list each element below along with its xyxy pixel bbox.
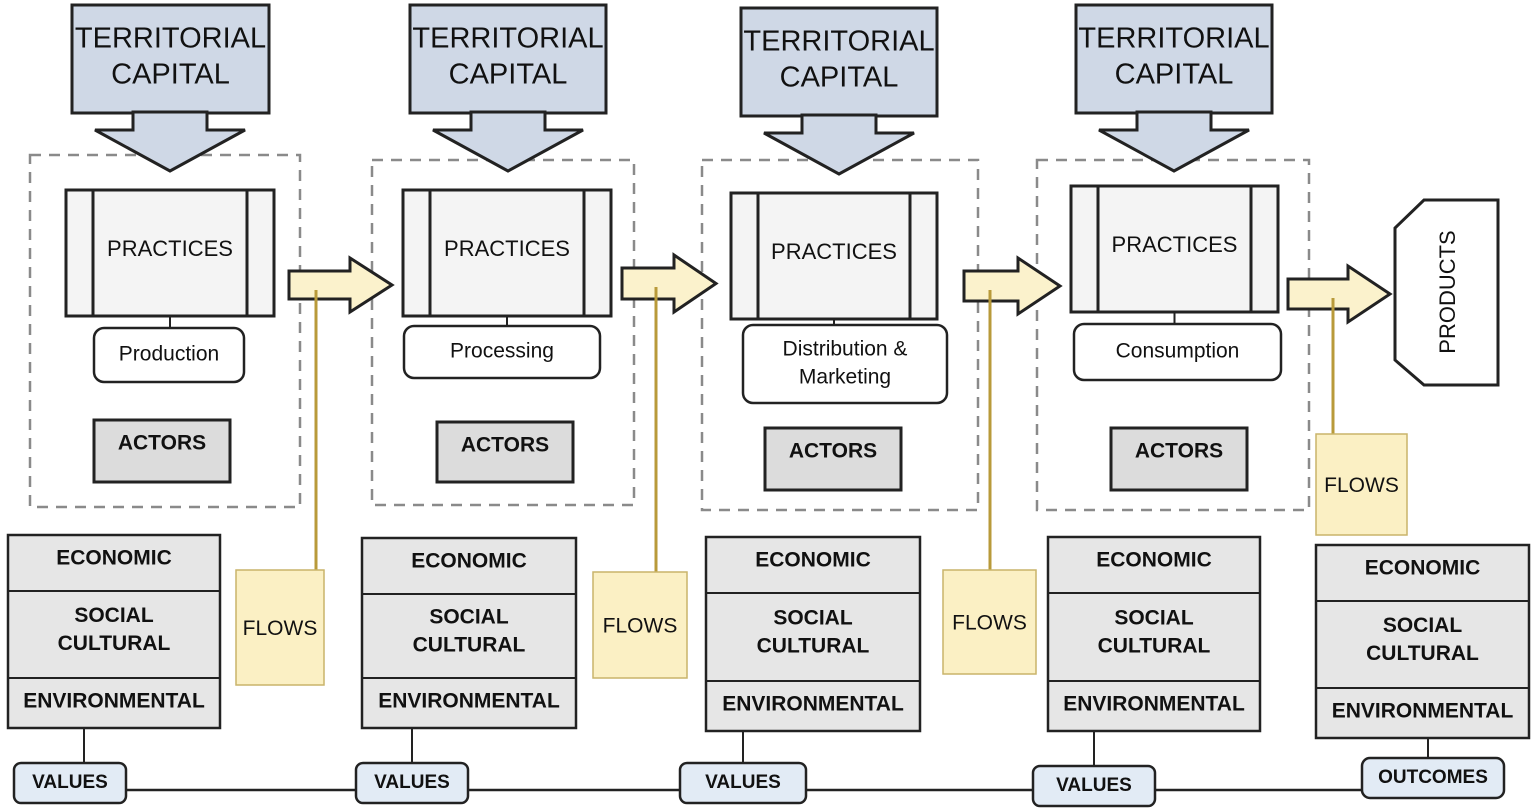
actors-box <box>1109 426 1249 492</box>
territorial-capital-label: TERRITORIAL <box>75 23 266 55</box>
territorial-capital-label: CAPITAL <box>1115 59 1234 91</box>
outcomes-box <box>1360 756 1506 800</box>
outcomes-label: OUTCOMES <box>1378 767 1488 788</box>
actors-box <box>763 426 903 492</box>
stage-name-label: Consumption <box>1116 340 1240 363</box>
flow-arrow <box>287 255 395 315</box>
values-label: VALUES <box>705 772 781 793</box>
values-box <box>678 761 808 805</box>
dimensions-box <box>360 536 578 730</box>
economic-label: ECONOMIC <box>1365 557 1481 580</box>
practices-box <box>64 188 276 318</box>
territorial-capital-arrow <box>763 113 915 176</box>
territorial-capital-box <box>70 3 271 115</box>
actors-box <box>92 418 232 484</box>
flows-label: FLOWS <box>952 612 1027 635</box>
territorial-capital-arrow <box>94 110 246 173</box>
flows-box <box>235 569 325 686</box>
economic-label: ECONOMIC <box>1096 549 1212 572</box>
social-cultural-label: CULTURAL <box>413 634 526 657</box>
territorial-capital-box <box>739 6 939 118</box>
practices-box <box>401 188 613 318</box>
social-cultural-label: SOCIAL <box>1114 607 1194 630</box>
products-box <box>1393 198 1500 387</box>
actors-label: ACTORS <box>789 440 877 463</box>
flow-arrow <box>1286 263 1393 325</box>
dimensions-box <box>6 533 222 730</box>
territorial-capital-label: TERRITORIAL <box>1078 23 1269 55</box>
flows-box <box>592 571 688 679</box>
flows-box <box>942 569 1037 675</box>
practices-label: PRACTICES <box>444 236 570 261</box>
economic-label: ECONOMIC <box>755 549 871 572</box>
environmental-label: ENVIRONMENTAL <box>1332 700 1514 723</box>
social-cultural-label: SOCIAL <box>1383 614 1463 637</box>
values-label: VALUES <box>1056 775 1132 796</box>
social-cultural-label: CULTURAL <box>1366 642 1479 665</box>
stage-name-box <box>92 326 246 384</box>
territorial-capital-label: CAPITAL <box>449 59 568 91</box>
stage-name-label: Processing <box>450 340 554 363</box>
economic-label: ECONOMIC <box>411 550 527 573</box>
dimensions-box <box>1046 535 1262 733</box>
flow-arrow <box>962 255 1063 317</box>
economic-label: ECONOMIC <box>56 547 172 570</box>
territorial-capital-box <box>408 3 608 115</box>
outcomes-dimensions-box <box>1314 543 1531 740</box>
territorial-capital-label: TERRITORIAL <box>743 26 934 58</box>
social-cultural-label: SOCIAL <box>429 606 509 629</box>
environmental-label: ENVIRONMENTAL <box>23 690 205 713</box>
stage-name-label: Production <box>119 343 219 366</box>
practices-label: PRACTICES <box>771 239 897 264</box>
actors-label: ACTORS <box>461 434 549 457</box>
practices-box <box>729 191 939 321</box>
environmental-label: ENVIRONMENTAL <box>1063 693 1245 716</box>
stage-name-box <box>402 324 602 380</box>
actors-label: ACTORS <box>1135 440 1223 463</box>
values-label: VALUES <box>32 772 108 793</box>
stage-name-label: Marketing <box>799 366 891 389</box>
social-cultural-label: CULTURAL <box>1098 635 1211 658</box>
stage-name-box <box>741 323 949 405</box>
flow-arrow <box>620 252 719 315</box>
values-label: VALUES <box>374 772 450 793</box>
stage-name-label: Distribution & <box>783 338 908 361</box>
territorial-capital-box <box>1074 3 1274 115</box>
values-box <box>1031 764 1157 808</box>
flows-box <box>1315 433 1408 536</box>
social-cultural-label: SOCIAL <box>773 607 853 630</box>
social-cultural-label: CULTURAL <box>757 635 870 658</box>
territorial-capital-arrow <box>1098 110 1250 173</box>
territorial-capital-label: CAPITAL <box>111 59 230 91</box>
dimensions-box <box>704 535 922 733</box>
territorial-capital-arrow <box>432 110 584 173</box>
flows-label: FLOWS <box>1324 474 1399 497</box>
actors-box <box>435 420 575 484</box>
practices-box <box>1069 184 1280 314</box>
values-box <box>354 761 470 805</box>
practices-label: PRACTICES <box>107 236 233 261</box>
products-label: PRODUCTS <box>1435 230 1460 353</box>
stage-name-box <box>1072 322 1283 382</box>
environmental-label: ENVIRONMENTAL <box>378 690 560 713</box>
territorial-capital-label: TERRITORIAL <box>412 23 603 55</box>
flows-label: FLOWS <box>243 617 318 640</box>
values-box <box>12 761 128 805</box>
social-cultural-label: SOCIAL <box>74 604 154 627</box>
territorial-capital-label: CAPITAL <box>780 62 899 94</box>
practices-label: PRACTICES <box>1112 232 1238 257</box>
actors-label: ACTORS <box>118 432 206 455</box>
social-cultural-label: CULTURAL <box>58 632 171 655</box>
environmental-label: ENVIRONMENTAL <box>722 693 904 716</box>
flows-label: FLOWS <box>603 615 678 638</box>
